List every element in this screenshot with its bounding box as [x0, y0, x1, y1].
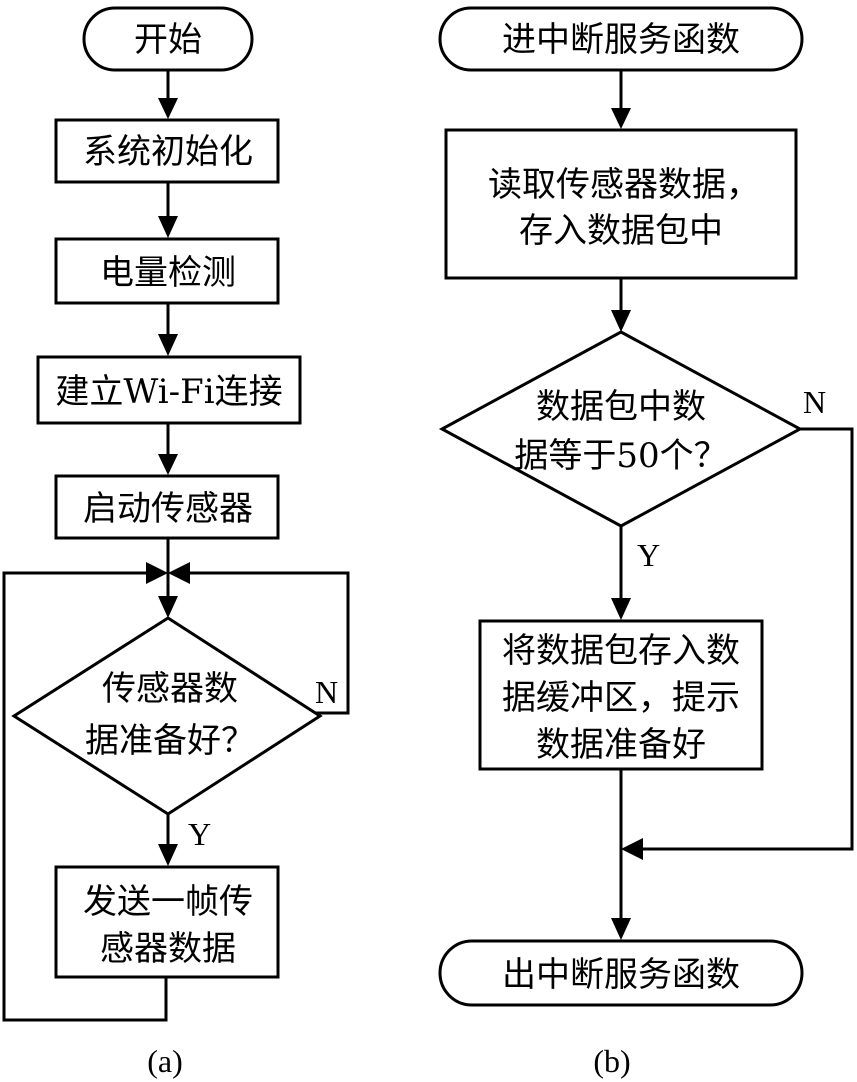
loop-a-left-path	[2, 571, 168, 1022]
packet-count-decision	[438, 330, 804, 528]
sensor-ready-decision	[11, 616, 323, 816]
yes-label-a: Y	[188, 816, 211, 852]
arrowhead-merge-right	[168, 562, 190, 584]
arrowhead-b-2	[611, 310, 631, 332]
arrowhead-a-2	[158, 216, 178, 238]
send-frame-line2: 感器数据	[100, 929, 236, 969]
arrowhead-b-3	[611, 598, 631, 620]
isr-exit-label: 出中断服务函数	[502, 955, 740, 995]
arrowhead-b-1	[611, 108, 631, 129]
store-buffer-line3: 数据准备好	[536, 725, 706, 765]
wifi-connect-label: 建立Wi-Fi连接	[55, 372, 282, 412]
arrowhead-no-b	[621, 838, 643, 860]
sensor-start-label: 启动传感器	[83, 489, 253, 529]
arrowhead-a-7	[158, 844, 178, 866]
loop-a-right-path	[188, 571, 350, 715]
store-buffer-line1: 将数据包存入数	[502, 631, 740, 671]
decision-a-line1: 传感器数	[102, 669, 238, 709]
no-label-a: N	[315, 674, 338, 710]
send-frame-line1: 发送一帧传	[83, 882, 253, 922]
read-sensor-line1: 读取传感器数据，	[488, 165, 760, 205]
start-label-a: 开始	[134, 20, 202, 60]
battery-check-label: 电量检测	[100, 253, 236, 293]
no-path-b	[643, 427, 854, 851]
store-buffer-box	[478, 619, 764, 771]
arrowhead-a-6	[158, 596, 178, 618]
arrowhead-merge-left	[146, 562, 168, 584]
read-sensor-box	[444, 128, 798, 280]
arrowhead-a-3	[158, 334, 178, 356]
isr-exit-terminal	[438, 939, 804, 1007]
wifi-connect-box	[36, 355, 302, 425]
flowchart-a: 开始 系统初始化 电量检测 建立Wi-Fi连接 启动传感器	[2, 6, 350, 1079]
no-label-b: N	[803, 384, 826, 420]
arrowhead-a-4	[158, 454, 178, 475]
flowchart-b: 进中断服务函数 读取传感器数据， 存入数据包中 数据包中数 据等于50个？ N …	[438, 6, 854, 1079]
init-label: 系统初始化	[83, 132, 253, 172]
isr-enter-label: 进中断服务函数	[502, 20, 740, 60]
arrowhead-b-4	[611, 918, 631, 940]
store-buffer-line2: 据缓冲区，提示	[502, 678, 740, 718]
caption-b: (b)	[593, 1043, 630, 1079]
decision-b-line1: 数据包中数	[536, 387, 706, 427]
yes-label-b: Y	[637, 537, 660, 573]
decision-b-line2: 据等于50个？	[514, 436, 727, 476]
decision-a-line2: 据准备好？	[85, 721, 255, 761]
arrowhead-a-1	[158, 98, 178, 119]
caption-a: (a)	[147, 1043, 183, 1079]
send-frame-box	[54, 865, 280, 979]
init-box	[54, 118, 280, 184]
read-sensor-line2: 存入数据包中	[519, 211, 723, 251]
